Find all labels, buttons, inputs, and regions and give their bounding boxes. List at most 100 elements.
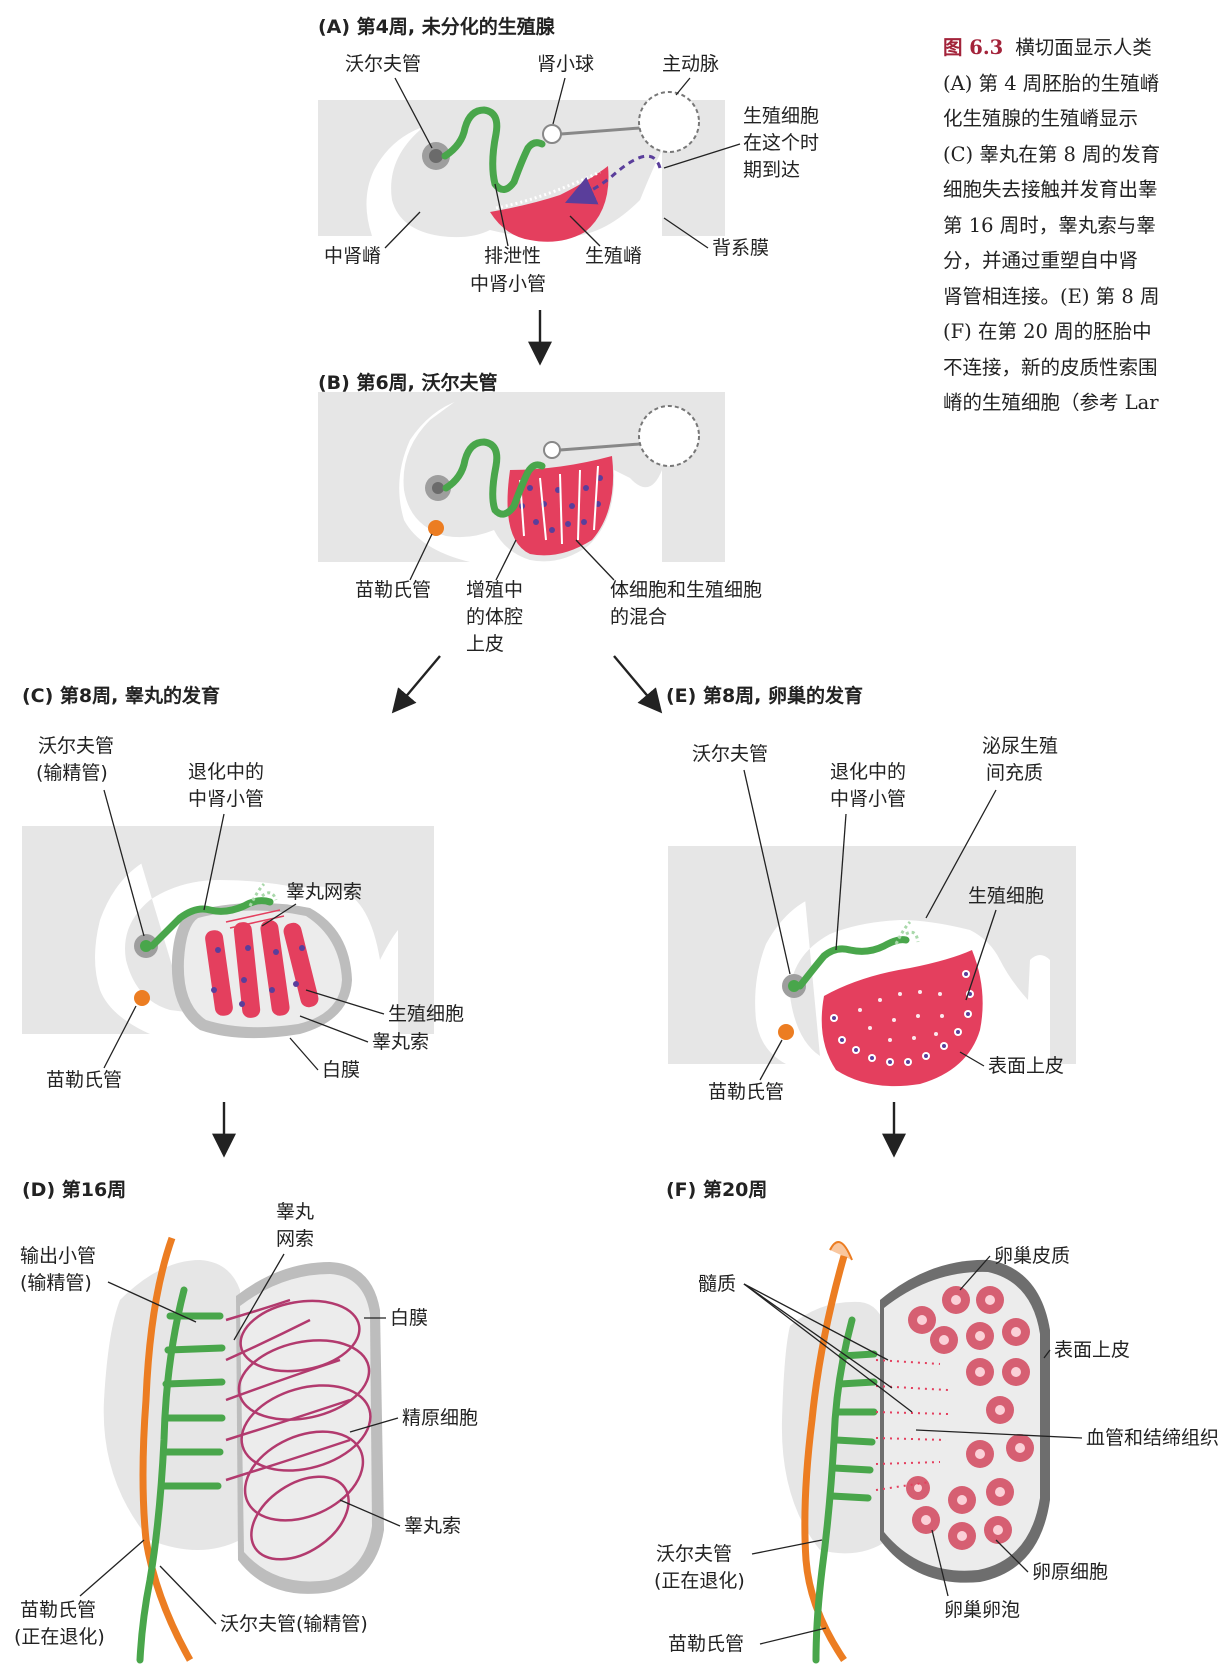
label-mullerian-duct: 苗勒氏管 <box>355 579 431 601</box>
caption-line-1: (A) 第 4 周胚胎的生殖嵴 <box>943 71 1160 95</box>
label-c-mullerian: 苗勒氏管 <box>46 1069 122 1091</box>
panel-a-tissue <box>318 100 425 236</box>
label-proliferating-epithelium: 增殖中 <box>466 579 523 601</box>
label-excretory-tubule: 排泄性 <box>484 245 541 267</box>
label-wolffian-duct: 沃尔夫管 <box>345 53 421 75</box>
label-f-mullerian: 苗勒氏管 <box>668 1633 744 1655</box>
panel-d-mesonephros <box>103 1260 240 1550</box>
svg-text:网索: 网索 <box>276 1228 314 1250</box>
arrow-b-to-c <box>391 655 441 714</box>
label-cell-mix: 体细胞和生殖细胞 <box>610 579 762 601</box>
panel-a-glomerulus <box>542 124 562 144</box>
label-e-surface-epithelium: 表面上皮 <box>988 1055 1064 1077</box>
figure-number: 图 6.3 <box>943 36 1004 59</box>
svg-text:(正在退化): (正在退化) <box>14 1626 105 1648</box>
label-genital-ridge: 生殖嵴 <box>585 245 642 267</box>
panel-f-title: (F) 第20周 <box>666 1178 767 1201</box>
label-glomerulus: 肾小球 <box>537 53 594 75</box>
panel-b-mesonephric-tubule <box>442 438 546 518</box>
svg-text:(输精管): (输精管) <box>20 1272 92 1294</box>
panel-e-medullary-cords <box>858 990 944 1042</box>
svg-text:中肾小管: 中肾小管 <box>830 788 906 810</box>
label-d-tunica: 白膜 <box>390 1307 428 1329</box>
panel-f-tubules <box>828 1350 878 1502</box>
svg-text:中肾小管: 中肾小管 <box>188 788 264 810</box>
panel-d-efferent-ductules <box>158 1312 226 1490</box>
panel-c-mullerian-duct <box>134 990 150 1006</box>
label-mesonephric-ridge: 中肾嵴 <box>324 245 381 267</box>
panel-a-aorta <box>638 91 700 153</box>
label-d-efferent: 输出小管 <box>20 1245 96 1267</box>
label-f-vessels: 血管和结缔组织 <box>1086 1427 1219 1449</box>
label-c-degenerating-tubule: 退化中的 <box>188 761 264 783</box>
label-aorta: 主动脉 <box>662 53 719 75</box>
label-d-spermatogonia: 精原细胞 <box>402 1407 478 1429</box>
panel-a-genital-ridge <box>490 166 609 242</box>
label-e-urogenital-mesenchyme: 泌尿生殖 <box>982 735 1058 757</box>
label-d-rete: 睾丸 <box>276 1201 314 1223</box>
label-c-germ-cells: 生殖细胞 <box>388 1003 464 1025</box>
caption-line-8: (F) 在第 20 周的胚胎中 <box>943 320 1152 343</box>
panel-a: (A) 第4周, 未分化的生殖腺 沃尔夫管 肾小球 主动脉 生殖细胞 在这个时 … <box>318 15 819 295</box>
caption-line-6: 分，并通过重塑自中肾 <box>943 249 1139 272</box>
caption-line-5: 第 16 周时，睾丸索与睾 <box>943 213 1156 237</box>
panel-f-medulla-cords <box>875 1359 949 1491</box>
svg-text:上皮: 上皮 <box>466 633 504 655</box>
svg-text:间充质: 间充质 <box>986 762 1043 784</box>
panel-a-mesonephric-tubule <box>441 106 546 193</box>
svg-text:期到达: 期到达 <box>743 159 800 181</box>
panel-d-mullerian-duct <box>139 1236 194 1662</box>
panel-c: (C) 第8周, 睾丸的发育 沃尔夫管 (输精管) 退化中的 中肾小管 睾丸 <box>22 684 464 1091</box>
panel-f-follicles <box>906 1286 1034 1550</box>
panel-d-title: (D) 第16周 <box>22 1178 126 1201</box>
panel-d-seminiferous-cords <box>225 1298 372 1561</box>
panel-a-migration-arrow <box>565 154 662 205</box>
arrow-b-to-e <box>613 655 663 714</box>
panel-b-title: (B) 第6周, 沃尔夫管 <box>318 371 498 394</box>
panel-f: (F) 第20周 <box>654 1178 1219 1664</box>
panel-c-body <box>125 826 434 1034</box>
label-f-surface-epithelium: 表面上皮 <box>1054 1339 1130 1361</box>
label-f-ovarian-cortex: 卵巢皮质 <box>994 1245 1070 1267</box>
caption-line-2: 化生殖腺的生殖嵴显示 <box>943 107 1139 130</box>
label-f-medulla: 髓质 <box>698 1273 736 1295</box>
caption-line-9: 不连接，新的皮质性索围 <box>943 355 1158 379</box>
panel-c-degenerating-tubule <box>148 897 274 950</box>
label-germ-cells-arrive: 生殖细胞 <box>743 105 819 127</box>
svg-text:中肾小管: 中肾小管 <box>470 273 546 295</box>
caption-line-4: 细胞失去接触并发育出睾 <box>943 178 1158 201</box>
panel-b-aorta <box>638 405 700 467</box>
panel-b-mullerian-duct <box>428 520 444 536</box>
svg-text:的体腔: 的体腔 <box>466 606 523 628</box>
panel-e-mullerian-duct <box>778 1024 794 1040</box>
svg-text:的混合: 的混合 <box>610 606 667 628</box>
label-f-wolffian: 沃尔夫管 <box>656 1543 732 1565</box>
label-c-testis-cords: 睾丸索 <box>372 1031 429 1053</box>
label-d-mullerian: 苗勒氏管 <box>20 1599 96 1621</box>
caption-line-3: (C) 睾丸在第 8 周的发育 <box>943 142 1161 166</box>
label-e-degenerating-tubule: 退化中的 <box>830 761 906 783</box>
panel-e-title: (E) 第8周, 卵巢的发育 <box>666 684 863 707</box>
panel-c-testis-cords <box>205 920 319 1018</box>
label-e-wolffian: 沃尔夫管 <box>692 743 768 765</box>
label-f-follicles: 卵巢卵泡 <box>944 1599 1020 1621</box>
panel-e-degenerating-tubule <box>796 936 910 990</box>
panel-a-body <box>391 100 725 238</box>
label-d-testis-cords: 睾丸索 <box>404 1515 461 1537</box>
label-e-germ-cells: 生殖细胞 <box>968 885 1044 907</box>
panel-a-title: (A) 第4周, 未分化的生殖腺 <box>318 15 556 38</box>
panel-c-title: (C) 第8周, 睾丸的发育 <box>22 684 220 707</box>
svg-text:(正在退化): (正在退化) <box>654 1570 745 1592</box>
label-f-oogonia: 卵原细胞 <box>1032 1561 1108 1583</box>
svg-text:在这个时: 在这个时 <box>743 132 819 154</box>
label-c-rete-testis: 睾丸网索 <box>286 881 362 903</box>
panel-e-body <box>790 846 1076 1064</box>
label-dorsal-mesentery: 背系膜 <box>712 237 769 259</box>
panel-e-ovary <box>821 950 983 1087</box>
label-c-tunica: 白膜 <box>322 1059 360 1081</box>
label-c-wolffian: 沃尔夫管 <box>38 735 114 757</box>
panel-d: (D) 第16周 输出小管 (输精管) 睾丸 网索 白膜 精原细胞 睾丸索 苗勒… <box>14 1178 478 1664</box>
